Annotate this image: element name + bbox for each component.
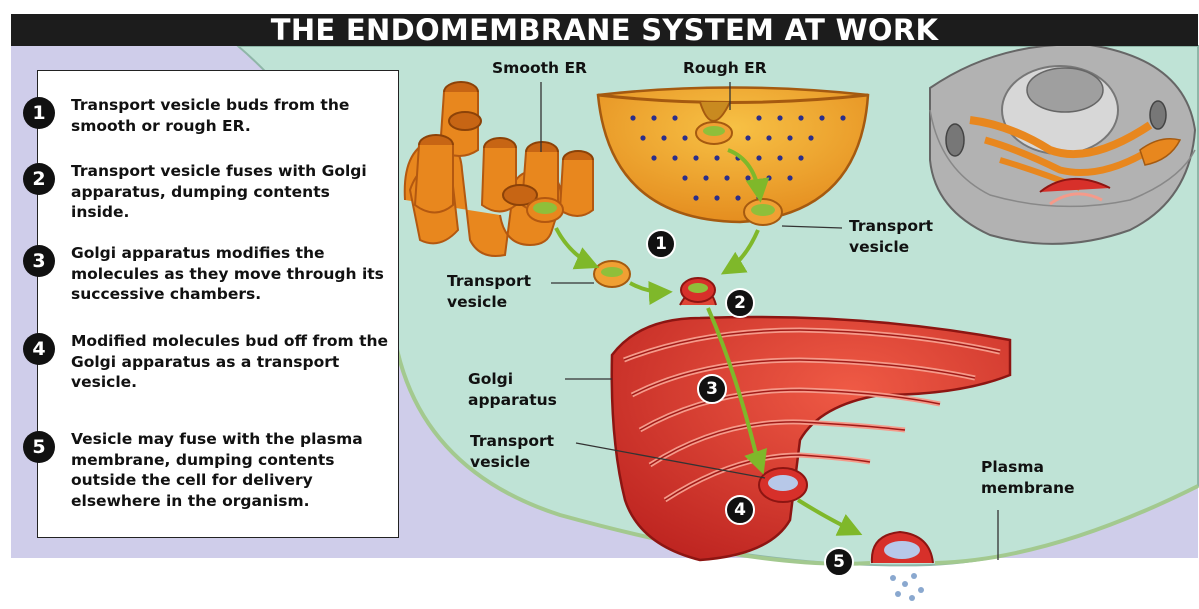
released-molecules <box>890 573 924 601</box>
ribosome-dot <box>672 115 677 120</box>
cell-inset-illustration <box>930 45 1195 244</box>
ribosome-dot <box>819 115 824 120</box>
step-text: Transport vesicle buds from the smooth o… <box>71 95 393 136</box>
diagram-badge-4: 4 <box>725 495 755 525</box>
page-title: THE ENDOMEMBRANE SYSTEM AT WORK <box>11 14 1198 46</box>
step-number-badge: 2 <box>23 163 55 195</box>
step-number-badge: 5 <box>23 431 55 463</box>
ribosome-dot <box>693 155 698 160</box>
ribosome-dot <box>672 155 677 160</box>
diagram-badge-1: 1 <box>646 229 676 259</box>
ribosome-dot <box>640 135 645 140</box>
ribosome-dot <box>735 195 740 200</box>
ribosome-dot <box>766 135 771 140</box>
label-golgi-apparatus: Golgi apparatus <box>468 369 557 411</box>
ribosome-dot <box>777 155 782 160</box>
ribosome-dot <box>630 115 635 120</box>
ribosome-dot <box>798 115 803 120</box>
ribosome-dot <box>756 115 761 120</box>
ribosome-dot <box>693 195 698 200</box>
ribosome-dot <box>661 135 666 140</box>
ribosome-dot <box>808 135 813 140</box>
label-plasma-membrane: Plasma membrane <box>981 457 1075 499</box>
steps-panel: 1 Transport vesicle buds from the smooth… <box>37 70 399 538</box>
step-text: Vesicle may fuse with the plasma membran… <box>71 429 393 511</box>
ribosome-dot <box>777 115 782 120</box>
step-text: Golgi apparatus modifies the molecules a… <box>71 243 393 305</box>
ribosome-dot <box>682 135 687 140</box>
label-smooth-er: Smooth ER <box>492 58 587 79</box>
ribosome-dot <box>787 175 792 180</box>
step-number-badge: 3 <box>23 245 55 277</box>
ribosome-dot <box>682 175 687 180</box>
label-transport-vesicle-right: Transport vesicle <box>849 216 933 258</box>
ribosome-dot <box>651 115 656 120</box>
ribosome-dot <box>745 175 750 180</box>
label-rough-er: Rough ER <box>683 58 767 79</box>
diagram-badge-5: 5 <box>824 547 854 577</box>
step-text: Transport vesicle fuses with Golgi appar… <box>71 161 393 223</box>
ribosome-dot <box>756 155 761 160</box>
step-number-badge: 1 <box>23 97 55 129</box>
diagram-badge-3: 3 <box>697 374 727 404</box>
ribosome-dot <box>745 135 750 140</box>
ribosome-dot <box>787 135 792 140</box>
ribosome-dot <box>714 195 719 200</box>
label-transport-vesicle-lower: Transport vesicle <box>470 431 554 473</box>
label-transport-vesicle-left: Transport vesicle <box>447 271 531 313</box>
diagram-badge-2: 2 <box>725 288 755 318</box>
ribosome-dot <box>840 115 845 120</box>
ribosome-dot <box>798 155 803 160</box>
step-number-badge: 4 <box>23 333 55 365</box>
ribosome-dot <box>651 155 656 160</box>
ribosome-dot <box>724 175 729 180</box>
ribosome-dot <box>766 175 771 180</box>
ribosome-dot <box>714 155 719 160</box>
ribosome-dot <box>703 175 708 180</box>
step-text: Modified molecules bud off from the Golg… <box>71 331 393 393</box>
